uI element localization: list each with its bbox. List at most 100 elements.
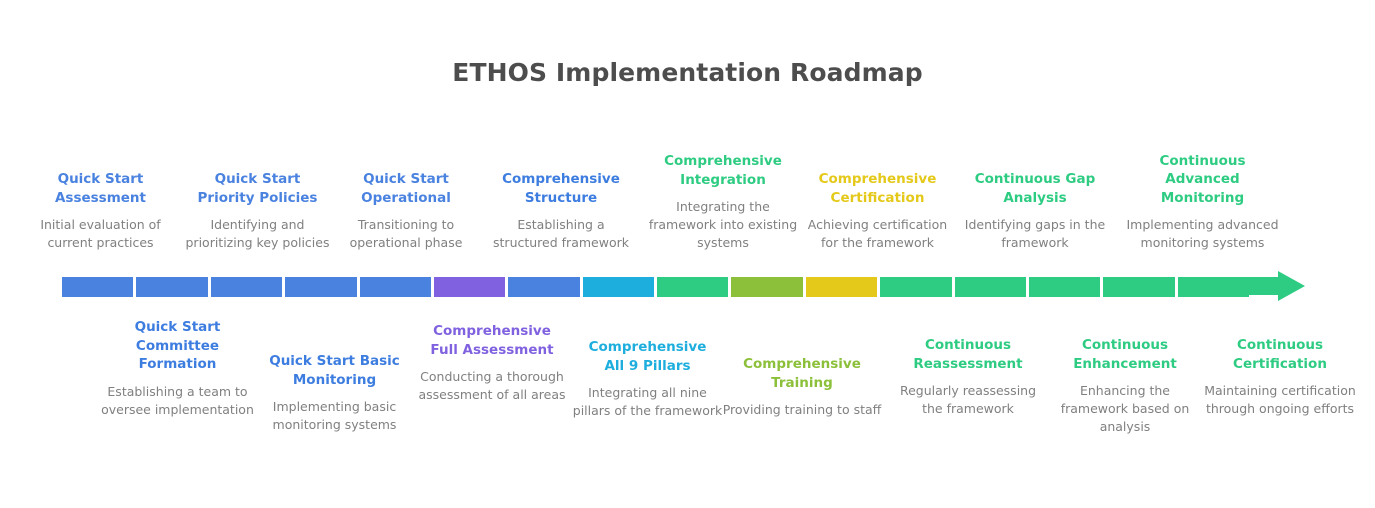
milestone-description: Transitioning to operational phase: [349, 217, 463, 250]
milestone-title-line: Integration: [680, 171, 766, 188]
milestone-title-line: Quick Start Basic: [269, 353, 400, 369]
milestone-title-line: Advanced: [1165, 171, 1240, 187]
timeline-segment: [285, 277, 357, 297]
milestone-title-line: Monitoring: [292, 371, 377, 388]
milestone-title-line: Comprehensive: [502, 171, 620, 187]
timeline-bar: [62, 271, 1307, 301]
milestone-title-line: Assessment: [54, 189, 147, 206]
milestone-title-line: Quick Start: [57, 171, 144, 187]
timeline-segment: [508, 277, 580, 297]
milestone-description: Initial evaluation of current practices: [40, 217, 161, 250]
milestone-description: Integrating all nine pillars of the fram…: [572, 385, 723, 418]
timeline-segment: [433, 277, 506, 297]
milestone-title-line: Monitoring: [1160, 189, 1245, 206]
milestone-title-line: Operational: [361, 189, 451, 206]
timeline-segment: [62, 277, 134, 297]
timeline-segment: [1028, 277, 1101, 297]
timeline-segment: [805, 277, 878, 297]
milestone-title-line: Structure: [524, 189, 598, 206]
milestone-title-line: Comprehensive: [743, 356, 861, 372]
timeline-segment: [582, 277, 654, 297]
timeline-segment: [657, 277, 729, 297]
milestone-title-line: Comprehensive: [664, 153, 782, 169]
milestone-title-line: Continuous Gap: [974, 171, 1096, 187]
timeline-segment: [1103, 277, 1175, 297]
milestone-title-line: Analysis: [1003, 189, 1067, 206]
milestone-title-line: Continuous: [1236, 337, 1324, 353]
milestone-description: Implementing basic monitoring systems: [272, 399, 397, 432]
milestone-title-line: Enhancement: [1073, 355, 1177, 372]
milestone-description: Enhancing the framework based on analysi…: [1060, 383, 1190, 434]
timeline-segment: [1177, 277, 1249, 297]
milestone-description: Regularly reassessing the framework: [899, 383, 1037, 416]
milestone-description: Establishing a team to oversee implement…: [101, 383, 254, 417]
timeline-segment: [210, 277, 283, 297]
milestone-title-line: Comprehensive: [433, 323, 551, 339]
timeline-segment: [359, 277, 431, 297]
milestone-description: Implementing advanced monitoring systems: [1126, 217, 1279, 250]
milestone-title-line: Formation: [138, 356, 217, 372]
timeline-segments: [62, 277, 1249, 297]
milestone-description: Conducting a thorough assessment of all …: [418, 369, 566, 402]
milestone-title-line: Continuous: [1081, 337, 1169, 353]
milestone-description: Integrating the framework into existing …: [648, 199, 798, 250]
milestone-title-line: Quick Start: [214, 171, 301, 187]
milestone-title-line: Continuous: [924, 337, 1012, 353]
milestone-title-line: Training: [771, 374, 833, 391]
milestone-description: Identifying gaps in the framework: [964, 217, 1106, 250]
milestone-description: Providing training to staff: [722, 402, 882, 417]
milestone-title-line: Certification: [1233, 355, 1327, 372]
timeline-segment: [954, 277, 1026, 297]
milestone-title-line: Continuous: [1159, 152, 1246, 169]
milestone-description: Establishing a structured framework: [493, 217, 629, 250]
milestone-title-line: Comprehensive: [588, 339, 707, 355]
timeline-segment: [731, 277, 803, 297]
milestone-description: Achieving certification for the framewor…: [807, 217, 948, 250]
milestone-title-line: Certification: [830, 189, 925, 206]
page-title: ETHOS Implementation Roadmap: [452, 58, 923, 87]
milestone-title-line: Priority Policies: [197, 189, 318, 206]
milestone-title-line: Quick Start: [134, 319, 221, 335]
timeline-segment: [136, 277, 208, 297]
timeline-segment: [880, 277, 952, 297]
milestone-description: Maintaining certification through ongoin…: [1204, 383, 1356, 416]
milestone-title-line: Reassessment: [913, 355, 1023, 372]
milestone-title-line: Full Assessment: [430, 341, 554, 358]
milestone-title-line: Comprehensive: [818, 171, 937, 187]
milestone-title-line: Quick Start: [363, 171, 449, 187]
milestone-title-line: All 9 Pillars: [604, 357, 691, 374]
milestone-title-line: Committee: [135, 337, 220, 354]
